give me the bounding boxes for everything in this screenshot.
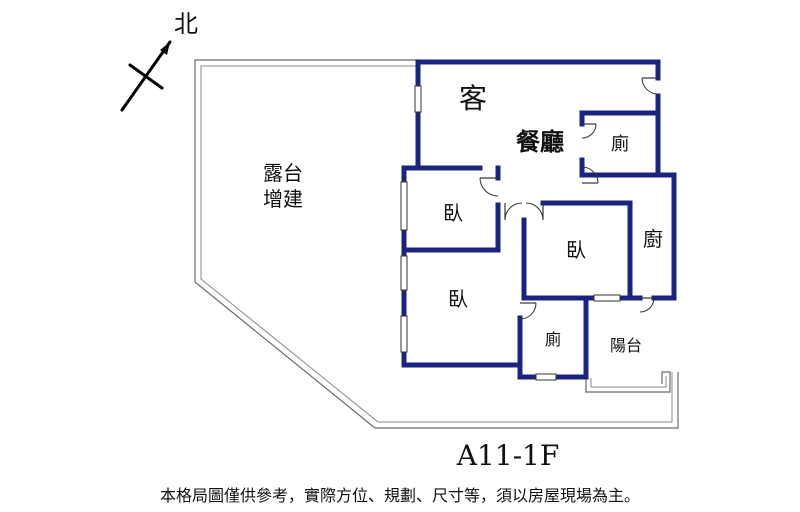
- room-label-terrace-line2: 增建: [263, 187, 303, 211]
- disclaimer-text: 本格局圖僅供參考，實際方位、規劃、尺寸等，須以房屋現場為主。: [160, 486, 640, 505]
- room-label-bath-bottom: 廁: [545, 330, 561, 349]
- room-label-bedroom-b: 臥: [566, 238, 586, 262]
- walls: [401, 59, 677, 380]
- north-label: 北: [174, 10, 198, 38]
- bedroom-b-window: [593, 294, 621, 302]
- room-label-balcony: 陽台: [610, 336, 642, 355]
- bedroom-a-window: [400, 181, 408, 231]
- room-label-terrace-line1: 露台: [263, 161, 303, 185]
- bedroom-c-window-upper: [400, 255, 408, 291]
- room-label-bath-top: 廁: [611, 133, 629, 155]
- room-label-dining: 餐廳: [516, 127, 564, 156]
- doors: [479, 77, 659, 320]
- terrace-outline: [194, 59, 679, 429]
- windows: [400, 85, 621, 381]
- living-window: [414, 85, 422, 113]
- room-label-kitchen: 廚: [643, 227, 663, 251]
- room-label-bedroom-c: 臥: [448, 287, 468, 311]
- compass-arrow-head: [160, 42, 170, 55]
- room-label-living: 客: [459, 82, 487, 115]
- room-label-bedroom-a: 臥: [443, 201, 463, 225]
- room-labels: 客 餐廳 露台 增建 廁 臥 臥 臥 廚 廁 陽台: [263, 82, 663, 355]
- bedroom-c-window-lower: [400, 315, 408, 353]
- bath-bottom-window: [535, 373, 557, 381]
- compass-crossbar: [128, 63, 164, 90]
- plan-title: A11-1F: [456, 439, 560, 472]
- north-compass: 北: [120, 10, 198, 112]
- balcony-outline: [585, 371, 671, 393]
